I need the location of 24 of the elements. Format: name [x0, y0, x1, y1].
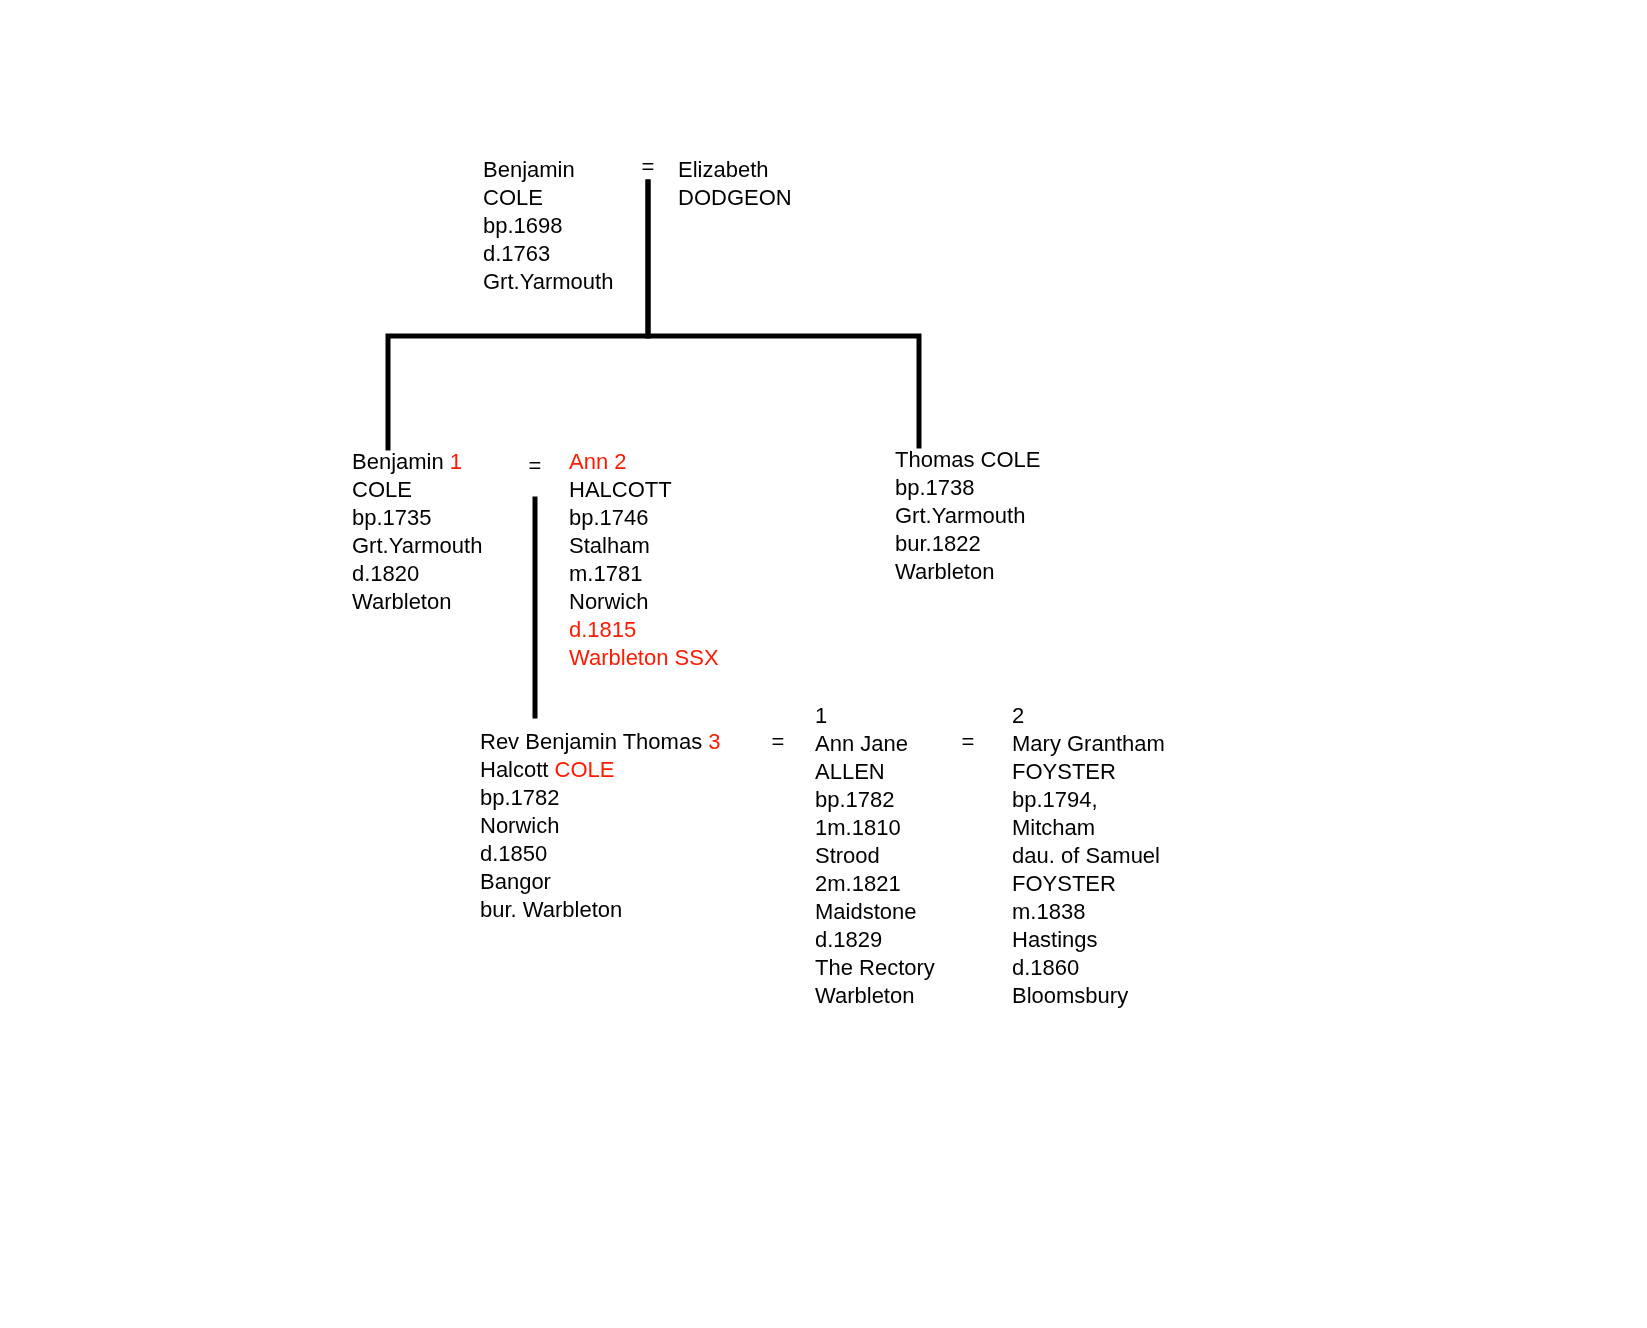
- death-record: d.1815 Warbleton SSX: [569, 617, 719, 670]
- person-entry: Thomas COLE bp.1738 Grt.Yarmouth bur.1822 Warbleton: [895, 447, 1041, 584]
- note-number: 1: [449, 449, 463, 474]
- marriage-sign: =: [528, 453, 542, 478]
- person-entry: Elizabeth DODGEON: [678, 157, 792, 210]
- note-number: 3: [708, 729, 721, 754]
- person-name: Halcott: [480, 757, 549, 782]
- marriage-sign: =: [641, 154, 655, 179]
- person-entry: Benjamin COLE bp.1698 d.1763 Grt.Yarmouth: [483, 157, 614, 294]
- marriage-number: 2: [1012, 703, 1025, 728]
- person-details: COLE bp.1735 Grt.Yarmouth d.1820 Warbleton: [352, 477, 483, 614]
- person-name: Rev Benjamin Thomas: [480, 729, 703, 754]
- marriage-number: 1: [815, 703, 828, 728]
- person-entry: Ann Jane ALLEN bp.1782 1m.1810 Strood 2m.1821 Maidstone d.1829 The Rectory Warbleton: [815, 731, 935, 1008]
- surname: COLE: [554, 757, 615, 782]
- person-name: Benjamin: [352, 449, 444, 474]
- descent-line: [645, 179, 922, 449]
- descent-line: [532, 496, 538, 719]
- marriage-sign: =: [771, 729, 785, 754]
- person-name: Ann 2: [569, 449, 627, 474]
- person-details: HALCOTT bp.1746 Stalham m.1781 Norwich: [569, 477, 672, 614]
- person-details: bp.1782 Norwich d.1850 Bangor bur. Warbleton: [480, 785, 623, 922]
- person-entry: Mary Grantham FOYSTER bp.1794, Mitcham dau. of Samuel FOYSTER m.1838 Hastings d.1860 Bloomsbury: [1012, 731, 1165, 1008]
- marriage-sign: =: [961, 729, 975, 754]
